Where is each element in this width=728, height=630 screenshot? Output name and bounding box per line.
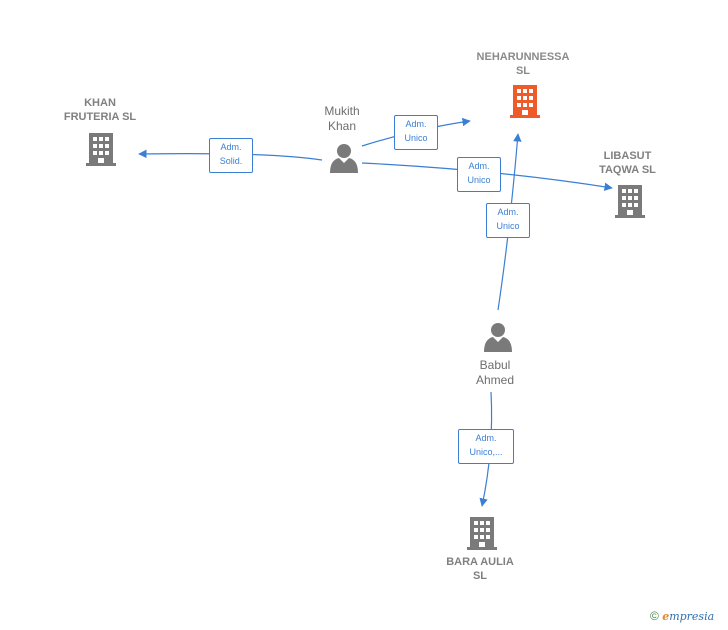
person-icon[interactable]	[484, 323, 512, 352]
building-icon[interactable]	[467, 517, 497, 550]
edge-label-mukith-neharunnessa: Adm. Unico	[394, 115, 438, 150]
edge-label-babul-bara-aulia: Adm. Unico,...	[458, 429, 514, 464]
node-label-mukith[interactable]: Mukith Khan	[324, 104, 360, 133]
node-label-khan-fruteria[interactable]: KHAN FRUTERIA SL	[63, 97, 137, 123]
building-icon[interactable]	[510, 85, 540, 118]
copyright-footer: © empresia	[650, 609, 714, 623]
edge-label-mukith-khan: Adm. Solid.	[209, 138, 253, 173]
node-label-bara-aulia[interactable]: BARA AULIA SL	[446, 556, 514, 582]
node-label-libasut[interactable]: LIBASUT TAQWA SL	[599, 150, 656, 176]
brand-logo[interactable]: empresia	[662, 610, 715, 623]
edge-label-babul-neharunnessa: Adm. Unico	[486, 203, 530, 238]
person-icon[interactable]	[330, 144, 358, 173]
node-label-neharunnessa[interactable]: NEHARUNNESSA SL	[476, 51, 570, 77]
node-label-babul[interactable]: Babul Ahmed	[475, 358, 515, 387]
building-icon[interactable]	[86, 133, 116, 166]
copyright-symbol: ©	[650, 609, 659, 623]
building-icon[interactable]	[615, 185, 645, 218]
edge-label-mukith-libasut: Adm. Unico	[457, 157, 501, 192]
